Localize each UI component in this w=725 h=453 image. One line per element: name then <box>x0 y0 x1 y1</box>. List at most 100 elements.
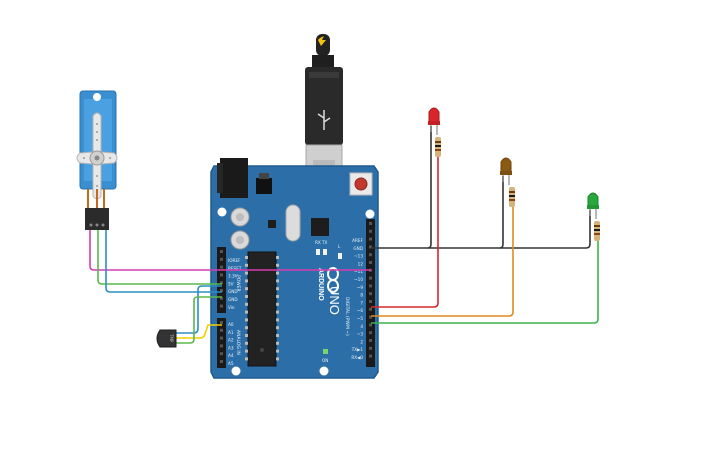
status-leds: RX TX L <box>315 240 342 259</box>
wire-servo-ground[interactable] <box>105 226 222 293</box>
analog-pin-label: A3 <box>228 345 234 350</box>
pin-hole[interactable] <box>220 257 223 261</box>
pin-hole[interactable] <box>369 237 372 241</box>
model-block: UNO <box>327 286 342 315</box>
wire-sensor-power[interactable] <box>176 285 222 334</box>
servo-horn[interactable] <box>76 112 118 200</box>
pin-hole[interactable] <box>369 323 372 327</box>
servo-motor[interactable] <box>76 90 118 230</box>
chip-pin <box>276 256 279 259</box>
digital-pin-label: ~3 <box>357 332 364 337</box>
digital-pin-label: 2 <box>360 339 363 344</box>
chip-pin <box>276 318 279 322</box>
arduino-uno-board[interactable]: RX TX L ON ARDUINO UNO IOREFRESET3.3V5VG… <box>210 158 379 379</box>
power-pin-label: 5V <box>228 281 234 286</box>
mount-hole <box>231 366 241 376</box>
digital-pin-label: ~10 <box>354 277 363 282</box>
wire-sensor-ground[interactable] <box>176 296 222 344</box>
pin-hole[interactable] <box>369 229 372 233</box>
wire-ground-red-led[interactable] <box>371 126 432 249</box>
digital-header-title: DIGITAL (PWM ~) <box>344 297 350 336</box>
chip-pin <box>276 271 279 275</box>
wire-ground-green-led[interactable] <box>500 210 591 249</box>
usb-plug-housing <box>305 67 343 145</box>
pin-hole[interactable] <box>220 321 223 324</box>
led-green[interactable] <box>587 192 600 241</box>
temperature-sensor[interactable]: TMP <box>156 329 177 348</box>
pin-hole[interactable] <box>220 360 223 363</box>
analog-pin-label: A4 <box>228 353 234 358</box>
pin-hole[interactable] <box>369 222 372 225</box>
usb-controller-chip <box>311 218 329 236</box>
pin-hole[interactable] <box>220 265 223 269</box>
pin-hole[interactable] <box>220 336 223 340</box>
pin-hole[interactable] <box>369 292 372 296</box>
digital-pin-label: 4 <box>360 324 363 329</box>
pin-hole[interactable] <box>369 276 372 280</box>
wire-green-led-signal[interactable] <box>371 240 599 324</box>
digital-pin-label: ~11 <box>354 269 363 274</box>
digital-pin-label: ~6 <box>357 308 364 313</box>
power-pin-label: Vin <box>228 305 235 310</box>
pin-hole[interactable] <box>220 250 223 253</box>
digital-pin-label: 7 <box>360 300 363 305</box>
pin-hole[interactable] <box>369 331 372 335</box>
pin-hole[interactable] <box>220 281 223 285</box>
pin-hole[interactable] <box>369 284 372 288</box>
pin-hole[interactable] <box>369 339 372 342</box>
wire-sensor-signal[interactable] <box>176 324 222 339</box>
mount-hole <box>365 209 375 219</box>
pin-hole[interactable] <box>369 307 372 311</box>
pin-hole[interactable] <box>369 253 372 257</box>
model-label: UNO <box>327 286 342 315</box>
lightning-icon <box>318 36 326 46</box>
on-led <box>323 349 328 354</box>
led-orange[interactable] <box>500 157 515 207</box>
chip-pin <box>245 302 248 306</box>
chip-pin <box>245 357 248 361</box>
pin-hole[interactable] <box>220 352 223 356</box>
pin-hole[interactable] <box>220 344 223 348</box>
pin-hole[interactable] <box>369 315 372 319</box>
pin-hole[interactable] <box>369 354 372 358</box>
wire-orange-led-signal[interactable] <box>371 206 514 317</box>
pin-hole[interactable] <box>220 273 223 277</box>
chip-pin <box>276 334 279 337</box>
chip-pin <box>245 326 248 330</box>
wire-servo-power[interactable] <box>97 226 222 285</box>
crystal-oscillator <box>285 204 301 242</box>
sensor-body <box>156 329 177 348</box>
chip-pin <box>245 341 248 345</box>
wire-servo-signal[interactable] <box>89 226 371 271</box>
analog-header-title: ANALOG IN <box>235 330 241 355</box>
pin-hole[interactable] <box>220 296 223 300</box>
wire-red-led-signal[interactable] <box>371 156 439 308</box>
power-pin-label: GND <box>228 289 238 294</box>
led-red[interactable] <box>428 107 441 157</box>
wire-ground-orange-led[interactable] <box>428 176 504 249</box>
power-header-title: POWER <box>235 275 241 292</box>
analog-header[interactable] <box>217 318 226 368</box>
pin-hole[interactable] <box>369 261 372 264</box>
pin-hole[interactable] <box>220 304 223 308</box>
arduino-logo <box>327 267 339 293</box>
chip-pin <box>276 295 279 298</box>
brand-label: ARDUINO <box>317 268 324 301</box>
pin-hole[interactable] <box>369 346 372 350</box>
power-header[interactable] <box>217 247 226 313</box>
pin-hole[interactable] <box>220 289 223 292</box>
pin-hole[interactable] <box>220 328 223 332</box>
analog-pin-label: A1 <box>228 330 234 335</box>
voltage-regulator <box>256 178 272 194</box>
chip-pin <box>245 279 248 283</box>
pin-hole[interactable] <box>369 245 372 249</box>
chip-pin <box>245 263 248 267</box>
usb-icon <box>317 110 331 130</box>
power-pin-label: RESET <box>228 266 242 271</box>
chip-pin <box>245 349 248 353</box>
atmega-chip <box>247 251 277 367</box>
digital-pin-label: TX▶1 <box>351 347 364 352</box>
pin-hole[interactable] <box>369 300 372 303</box>
chip-pin <box>276 287 279 291</box>
